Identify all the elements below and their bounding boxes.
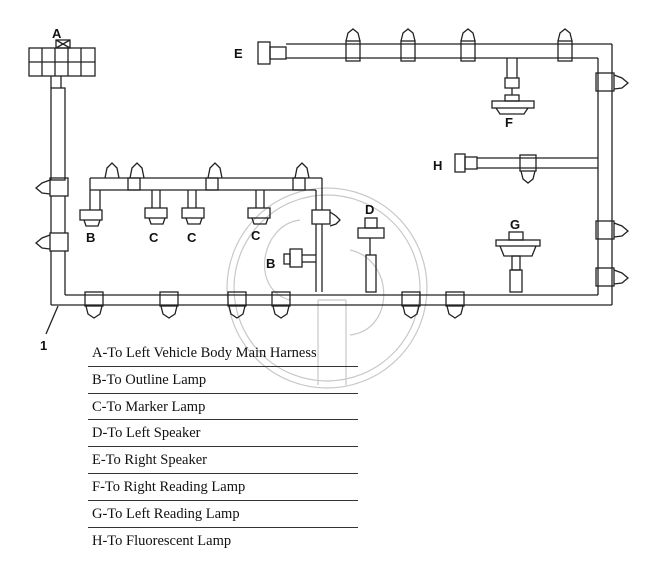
branch-g — [495, 231, 541, 293]
label-c-marker-2: C — [187, 230, 197, 245]
label-a: A — [52, 26, 62, 41]
legend-item: G-To Left Reading Lamp — [88, 501, 358, 528]
bottom-harness-trunk — [51, 291, 612, 319]
legend-item: C-To Marker Lamp — [88, 394, 358, 421]
legend-item: A-To Left Vehicle Body Main Harness — [88, 340, 358, 367]
label-g: G — [510, 217, 520, 232]
legend-item: D-To Left Speaker — [88, 420, 358, 448]
label-d: D — [365, 202, 374, 217]
top-harness-trunk — [257, 28, 612, 65]
left-harness-trunk — [34, 76, 69, 305]
legend-item: E-To Right Speaker — [88, 447, 358, 474]
label-b-outline-1: B — [86, 230, 95, 245]
branch-d — [357, 217, 385, 293]
branch-h — [454, 153, 598, 184]
branch-f — [491, 58, 535, 115]
legend-table: A-To Left Vehicle Body Main Harness B-To… — [88, 340, 358, 554]
right-harness-trunk — [595, 44, 630, 305]
harness-1-pointer — [45, 305, 59, 335]
label-c-marker-3: C — [251, 228, 261, 243]
legend-item: F-To Right Reading Lamp — [88, 474, 358, 501]
label-b-outline-2: B — [266, 256, 275, 271]
label-f: F — [505, 115, 513, 130]
legend-item: H-To Fluorescent Lamp — [92, 532, 232, 549]
branch-outline-marker — [79, 162, 341, 292]
watermark-logo — [226, 187, 428, 389]
connector-a — [28, 39, 96, 77]
label-e: E — [234, 46, 243, 61]
label-c-marker-1: C — [149, 230, 159, 245]
legend-item: B-To Outline Lamp — [88, 367, 358, 394]
label-h: H — [433, 158, 442, 173]
label-harness-1: 1 — [40, 338, 47, 353]
